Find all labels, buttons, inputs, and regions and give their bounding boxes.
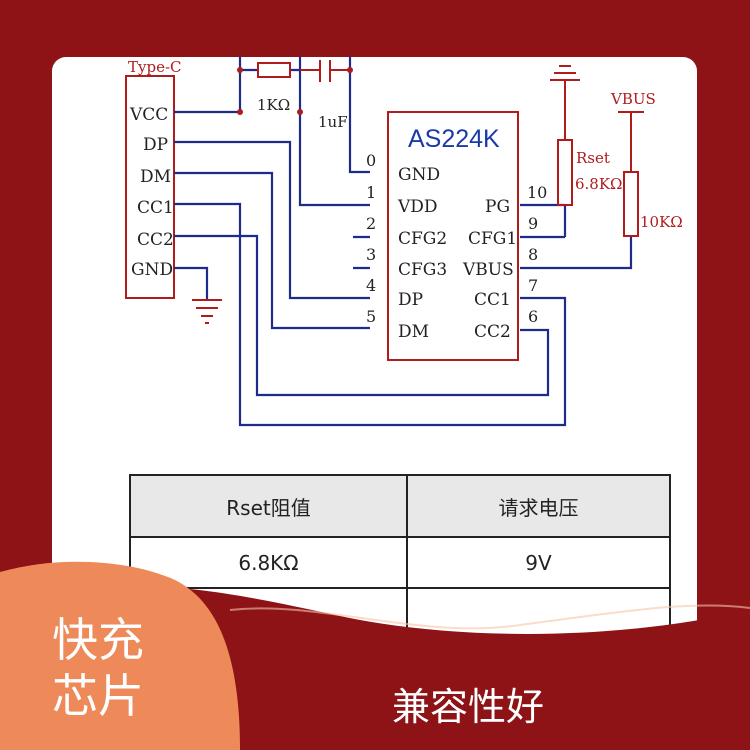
table-header-voltage: 请求电压: [405, 474, 672, 538]
connector-pin-vcc: VCC: [129, 105, 168, 125]
chip-pin-name: VDD: [397, 197, 438, 217]
connector-pin-gnd: GND: [131, 260, 173, 280]
badge-text: 快充 芯片: [52, 612, 144, 724]
capacitor-label: 1uF: [318, 113, 348, 131]
connector-pin-cc1: CC1: [137, 198, 174, 218]
rset-value-label: 6.8KΩ: [575, 175, 623, 193]
chip-pin-number: 7: [528, 276, 538, 295]
table-header-row: Rset阻值 请求电压: [129, 474, 672, 538]
chip-pin-name: VBUS: [462, 260, 514, 280]
chip-pin-name: DM: [398, 322, 429, 342]
table-header-rset: Rset阻值: [129, 474, 408, 538]
chip-pin-name: CFG3: [398, 260, 447, 280]
as224k-chip: [387, 111, 519, 361]
circuit-schematic: Type-C VCC DP DM CC1 CC2 GND: [125, 57, 683, 427]
chip-pin-number: 2: [366, 214, 376, 233]
table-cell: 9V: [405, 536, 672, 589]
chip-pin-number: 3: [366, 245, 376, 264]
power-parts: [257, 60, 644, 361]
ground-symbol: [192, 299, 222, 324]
chip-pin-name: GND: [398, 165, 440, 185]
resistor-10k: [623, 171, 639, 237]
chip-name: AS224K: [408, 125, 500, 153]
chip-pin-name: CFG1: [468, 229, 517, 249]
badge-line-2: 芯片: [52, 669, 144, 723]
chip-pin-name: PG: [485, 197, 510, 217]
table-cell: 6.8KΩ: [129, 536, 408, 589]
chip-pin-number: 6: [528, 307, 538, 326]
chip-pin-number: 9: [528, 214, 538, 233]
chip-pin-number: 10: [527, 183, 547, 202]
chip-pin-number: 4: [366, 276, 376, 295]
resistor-10k-label: 10KΩ: [640, 213, 683, 231]
connector-pin-cc2: CC2: [137, 230, 174, 250]
chip-pin-number: 5: [366, 307, 376, 326]
table-row: 6.8KΩ 9V: [129, 536, 672, 589]
vbus-label: VBUS: [610, 90, 656, 108]
typec-label: Type-C: [128, 58, 182, 76]
chip-pin-name: CC1: [474, 290, 511, 310]
resistor-1k: [257, 62, 291, 78]
chip-left-pins: 0 GND 1 VDD 2 CFG2 3 CFG3 4 DP 5 DM: [366, 151, 447, 342]
chip-pin-name: CC2: [474, 322, 511, 342]
chip-pin-number: 8: [528, 245, 538, 264]
badge-shape: [0, 561, 240, 750]
rset-label: Rset: [576, 149, 610, 167]
chip-right-pins: 10 PG 9 CFG1 8 VBUS 7 CC1 6 CC2: [462, 183, 547, 342]
chip-pin-name: CFG2: [398, 229, 447, 249]
badge-line-1: 快充: [52, 613, 144, 667]
chip-pin-name: DP: [398, 290, 423, 310]
chip-pin-number: 1: [366, 183, 376, 202]
chip-pin-number: 0: [366, 151, 376, 170]
signal-wires: [174, 57, 633, 427]
tagline: 兼容性好: [392, 685, 545, 729]
connector-pin-dm: DM: [140, 167, 171, 187]
typec-connector: [125, 75, 175, 299]
rset-resistor: [557, 139, 573, 206]
resistor-1k-label: 1KΩ: [257, 96, 290, 114]
connector-pin-dp: DP: [143, 135, 168, 155]
